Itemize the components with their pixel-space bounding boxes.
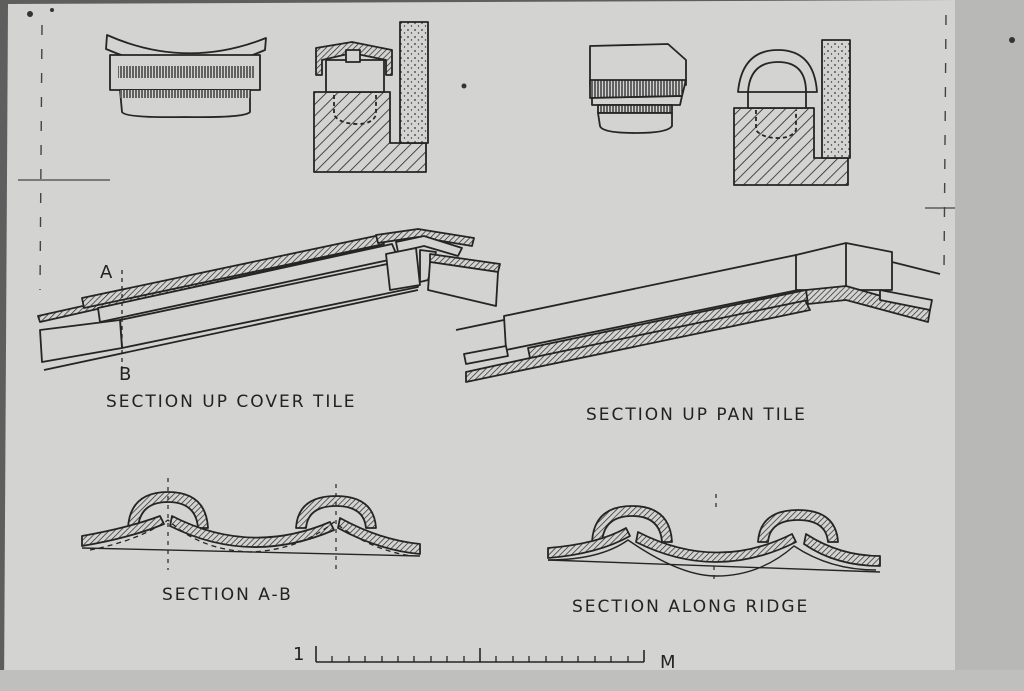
point-a-label: A — [100, 262, 113, 283]
section-ab-title: SECTION A-B — [162, 585, 293, 605]
section-along-ridge-drawing — [547, 494, 881, 582]
scale-bar — [315, 646, 645, 663]
pan-tile-end-view — [589, 43, 687, 134]
pan-tile-eave-section — [733, 39, 851, 186]
section-ab-drawing — [81, 478, 421, 570]
scale-start-label: 1 — [293, 644, 305, 665]
scale-unit-label: M — [660, 652, 676, 673]
section-pan-tile-title: SECTION UP PAN TILE — [586, 405, 807, 425]
cover-tile-end-view — [105, 34, 267, 119]
pan-tile-roof-section — [455, 242, 941, 383]
point-b-label: B — [119, 364, 132, 385]
cover-tile-roof-section — [37, 228, 501, 372]
section-along-ridge-title: SECTION ALONG RIDGE — [572, 597, 810, 617]
specks — [27, 8, 1015, 89]
paper — [4, 0, 960, 691]
section-cover-tile-title: SECTION UP COVER TILE — [106, 392, 357, 412]
guide-lines — [39, 14, 947, 291]
cover-tile-eave-section — [313, 21, 429, 173]
paper-edge — [955, 0, 1024, 691]
